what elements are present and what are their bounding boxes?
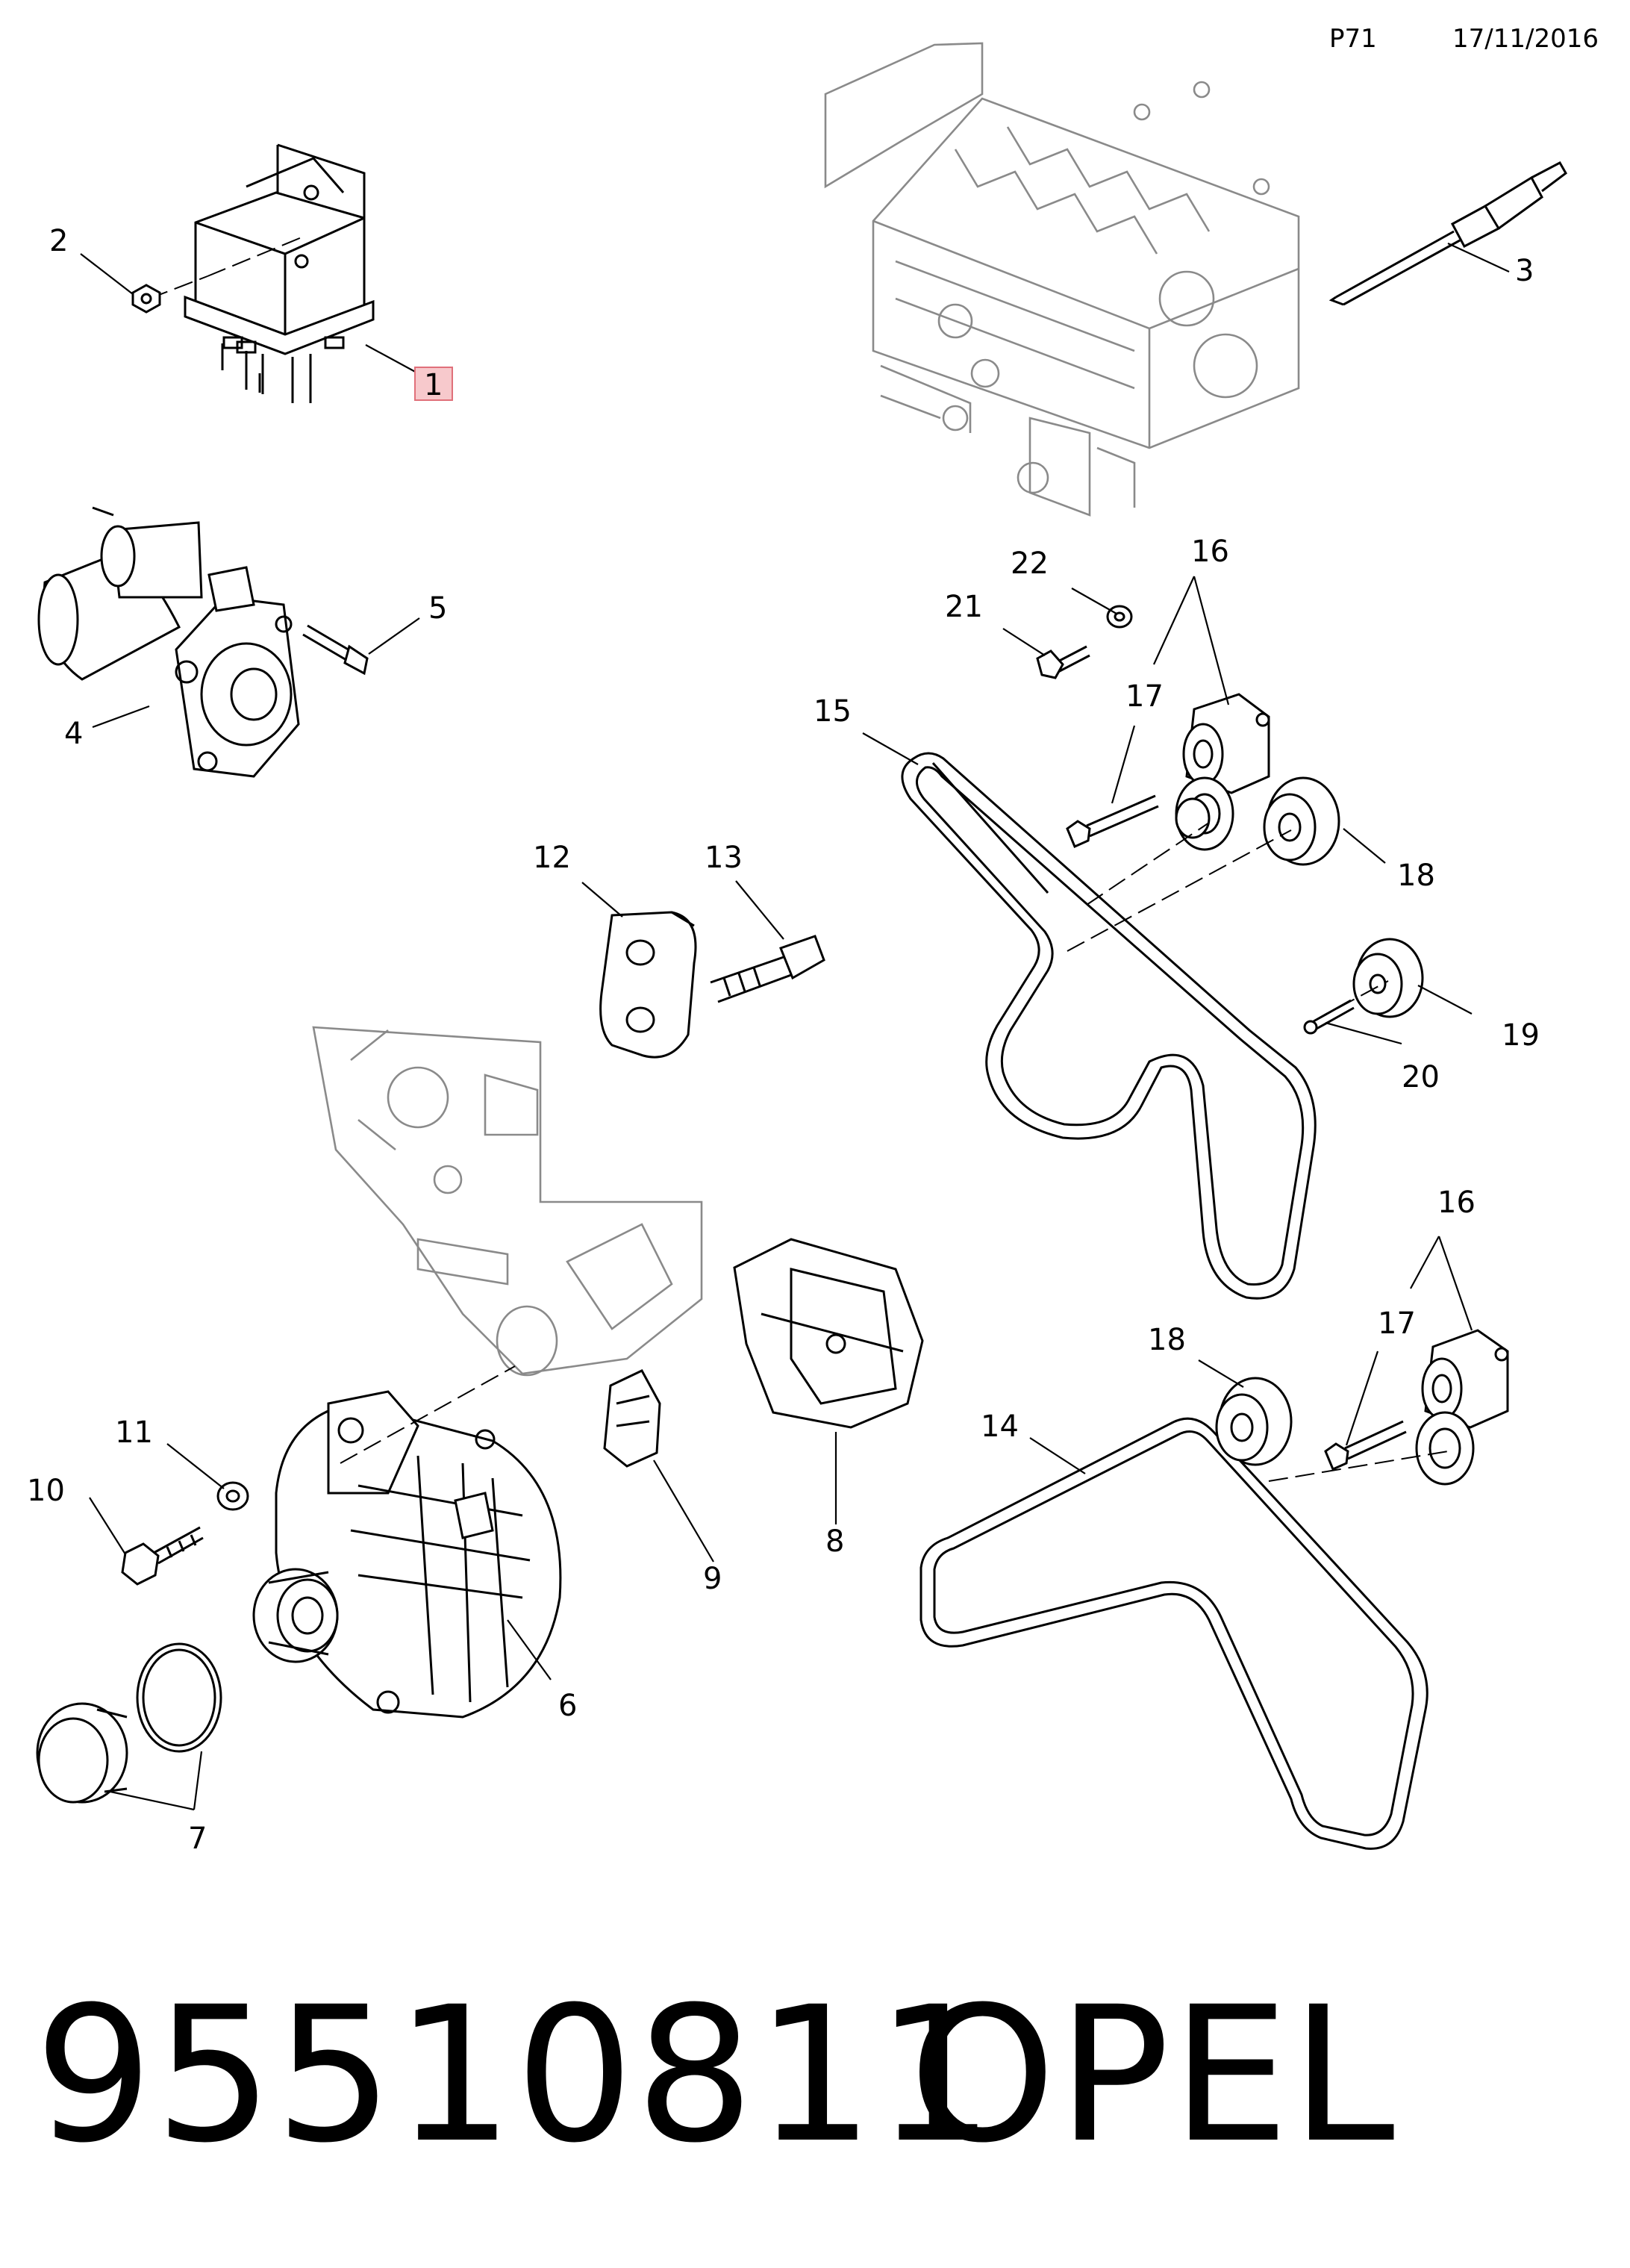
idler-18-lower-part [1215, 1377, 1293, 1466]
callout-7[interactable]: 7 [188, 1822, 207, 1856]
date: 17/11/2016 [1452, 24, 1599, 54]
callout-4[interactable]: 4 [64, 717, 83, 751]
callout-16-lower[interactable]: 16 [1437, 1186, 1476, 1220]
callout-18-lower[interactable]: 18 [1148, 1323, 1186, 1357]
tensioner-lower-part [1415, 1329, 1509, 1486]
callout-20[interactable]: 20 [1402, 1060, 1440, 1094]
plate-12-part [599, 911, 697, 1059]
sensor-9-part [603, 1369, 661, 1468]
alternator-part [252, 1390, 562, 1719]
cylinder-head-part [824, 42, 1300, 517]
brand-name: OPEL [909, 1966, 1396, 2184]
part-number: 95510811 [34, 1966, 996, 2184]
pulley-7-part [36, 1702, 128, 1804]
bolt-17-upper-part [1066, 794, 1159, 848]
callout-15[interactable]: 15 [814, 694, 852, 729]
belt-14-part [919, 1417, 1428, 1850]
callout-14[interactable]: 14 [981, 1409, 1019, 1444]
callout-9[interactable]: 9 [703, 1562, 722, 1596]
callout-17-upper[interactable]: 17 [1125, 679, 1164, 714]
callout-12[interactable]: 12 [533, 841, 571, 875]
callout-22[interactable]: 22 [1011, 546, 1049, 581]
relay-part [149, 143, 375, 403]
washer-22-part [1106, 605, 1133, 629]
callout-11[interactable]: 11 [115, 1415, 153, 1450]
callout-17-lower[interactable]: 17 [1378, 1306, 1416, 1341]
bolt-13-part [710, 935, 825, 1003]
bolt-5-part [302, 624, 369, 676]
callout-16-upper[interactable]: 16 [1191, 535, 1229, 569]
bolt-10-part [121, 1526, 204, 1586]
alternator-bracket-part [312, 1026, 703, 1377]
nut-part [131, 284, 161, 314]
tensioner-upper-part [1175, 693, 1270, 851]
callout-1[interactable]: 1 [414, 367, 453, 402]
callout-13[interactable]: 13 [705, 841, 743, 875]
glow-plug-part [1328, 161, 1567, 306]
callout-21[interactable]: 21 [945, 590, 983, 624]
bolt-21-part [1036, 645, 1090, 679]
belt-15-part [901, 752, 1317, 1300]
cover-8-part [733, 1238, 924, 1429]
callout-19[interactable]: 19 [1502, 1018, 1540, 1053]
ring-7-part [136, 1642, 222, 1753]
callout-5[interactable]: 5 [428, 591, 447, 626]
page-code: P71 [1329, 24, 1377, 54]
callout-6[interactable]: 6 [558, 1689, 577, 1723]
callout-label: 1 [424, 368, 443, 402]
idler-19-part [1352, 938, 1424, 1018]
starter-motor-part [37, 506, 300, 778]
callout-8[interactable]: 8 [825, 1524, 844, 1559]
callout-10[interactable]: 10 [27, 1474, 65, 1508]
callout-2[interactable]: 2 [49, 224, 68, 258]
idler-18-upper-part [1263, 776, 1340, 866]
callout-3[interactable]: 3 [1515, 254, 1534, 288]
leader-lines [80, 243, 1510, 1811]
bolt-17-lower-part [1324, 1420, 1407, 1471]
callout-18-upper[interactable]: 18 [1397, 859, 1435, 893]
washer-11-part [216, 1481, 249, 1511]
